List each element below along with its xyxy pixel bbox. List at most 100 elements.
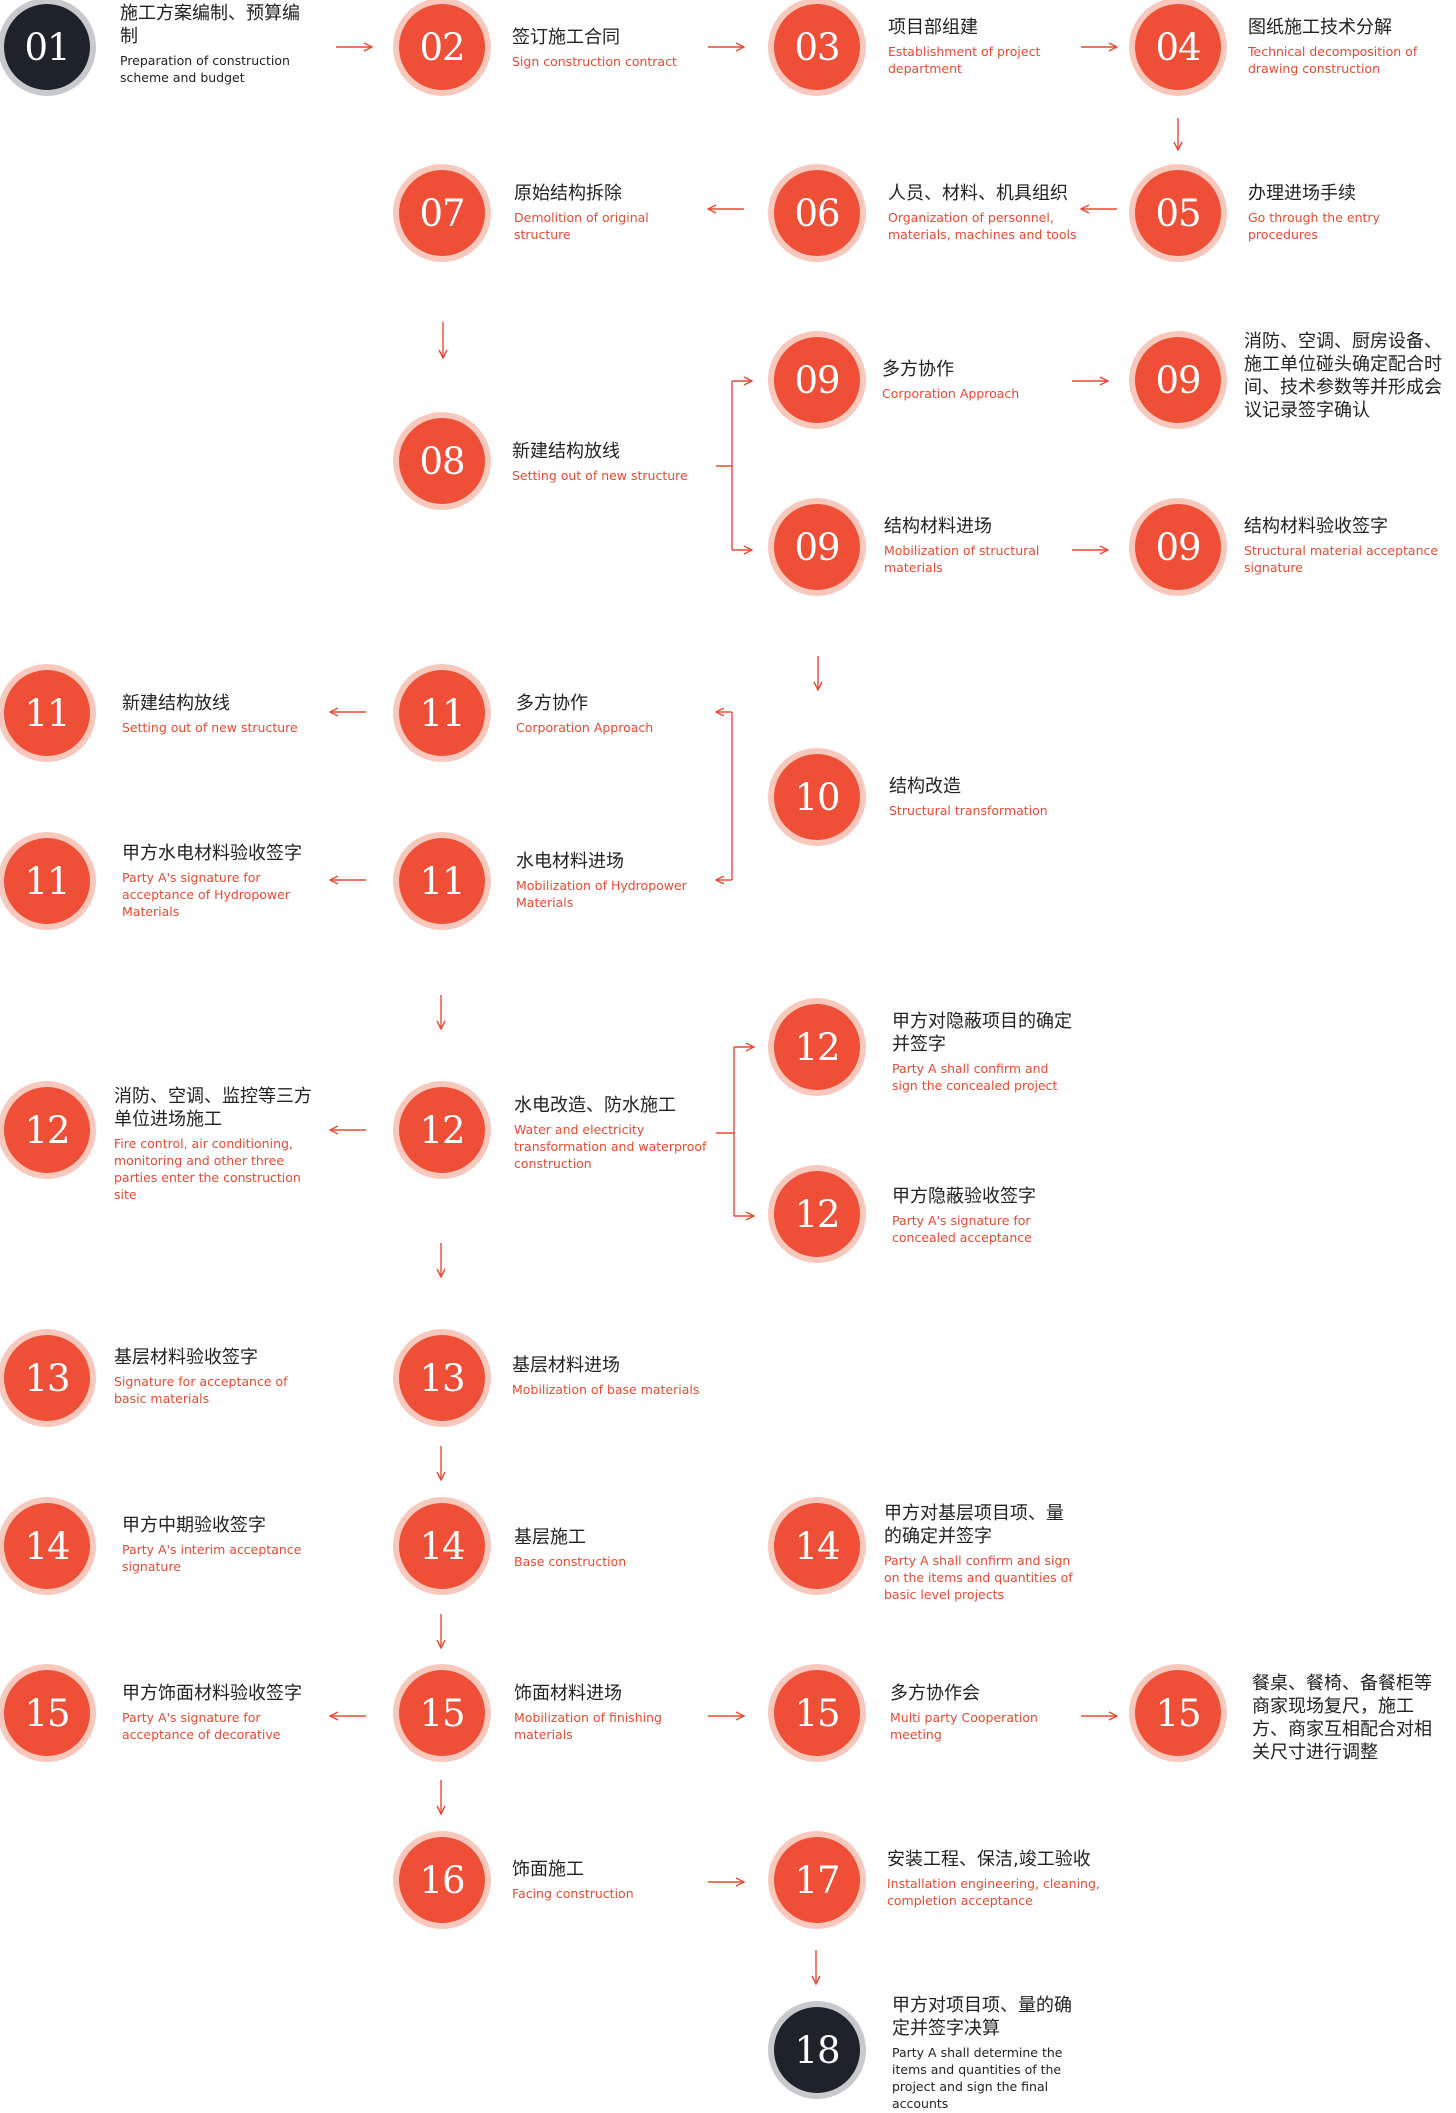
step-subtitle: Fire control, air conditioning, monitori…: [114, 1136, 301, 1202]
step-title: 甲方对基层项目项、量的确定并签字: [884, 1503, 1064, 1547]
step-number-badge: 10: [774, 754, 860, 840]
step-subtitle: Party A's interim acceptance signature: [122, 1542, 302, 1574]
step-number-badge: 07: [399, 170, 485, 256]
step-subtitle: Organization of personnel, materials, ma…: [888, 210, 1077, 242]
step-subtitle: Base construction: [514, 1554, 627, 1569]
step-number-badge: 13: [399, 1335, 485, 1421]
step-title: 多方协作会: [890, 1683, 980, 1704]
step-subtitle: Party A shall determine the items and qu…: [892, 2045, 1063, 2111]
step-title: 原始结构拆除: [514, 183, 622, 204]
step-subtitle: Setting out of new structure: [122, 720, 298, 735]
step-title: 项目部组建: [888, 17, 978, 38]
step-number-badge: 13: [4, 1335, 90, 1421]
step-number-badge: 12: [774, 1171, 860, 1257]
step-subtitle: Mobilization of base materials: [512, 1382, 700, 1397]
step-number-badge: 09: [1135, 504, 1221, 590]
step-number-badge: 09: [774, 337, 860, 423]
step-number-badge: 03: [774, 4, 860, 90]
step-number-badge: 15: [4, 1670, 90, 1756]
step-subtitle: Sign construction contract: [512, 54, 677, 69]
step-number-badge: 17: [774, 1837, 860, 1923]
step-subtitle: Structural transformation: [889, 803, 1048, 818]
step-title: 水电改造、防水施工: [514, 1095, 676, 1116]
step-number-badge: 14: [399, 1503, 485, 1589]
step-subtitle: Corporation Approach: [882, 386, 1020, 401]
step-subtitle: Preparation of construction scheme and b…: [120, 53, 290, 85]
step-subtitle: Mobilization of finishing materials: [514, 1710, 662, 1742]
bracket-12: [716, 1047, 735, 1216]
step-subtitle: Facing construction: [512, 1886, 634, 1901]
step-subtitle: Party A's signature for acceptance of de…: [122, 1710, 281, 1742]
step-subtitle: Technical decomposition of drawing const…: [1248, 44, 1418, 76]
step-title: 安装工程、保洁,竣工验收: [887, 1849, 1091, 1870]
step-number-badge: 11: [4, 670, 90, 756]
step-title: 签订施工合同: [512, 27, 620, 48]
step-subtitle: Water and electricity transformation and…: [514, 1122, 707, 1171]
step-title: 图纸施工技术分解: [1248, 17, 1392, 38]
step-title: 新建结构放线: [512, 441, 620, 462]
step-title: 多方协作: [882, 359, 954, 380]
step-title: 餐桌、餐椅、备餐柜等商家现场复尺，施工方、商家互相配合对相关尺寸进行调整: [1252, 1673, 1432, 1763]
step-subtitle: Setting out of new structure: [512, 468, 688, 483]
step-subtitle: Party A shall confirm and sign the conce…: [892, 1061, 1058, 1093]
step-number-badge: 11: [399, 670, 485, 756]
step-subtitle: Corporation Approach: [516, 720, 654, 735]
step-subtitle: Party A's signature for acceptance of Hy…: [122, 870, 290, 919]
step-number-badge: 12: [4, 1087, 90, 1173]
step-number-badge: 06: [774, 170, 860, 256]
step-number-badge: 04: [1135, 4, 1221, 90]
step-subtitle: Go through the entry procedures: [1248, 210, 1380, 242]
step-title: 消防、空调、监控等三方单位进场施工: [114, 1086, 312, 1130]
step-number-badge: 12: [774, 1004, 860, 1090]
step-title: 水电材料进场: [516, 851, 624, 872]
step-title: 甲方中期验收签字: [122, 1515, 266, 1536]
step-number-badge: 12: [399, 1087, 485, 1173]
step-title: 多方协作: [516, 693, 588, 714]
step-subtitle: Party A's signature for concealed accept…: [892, 1213, 1032, 1245]
step-number-badge: 14: [4, 1503, 90, 1589]
step-subtitle: Mobilization of structural materials: [884, 543, 1040, 575]
step-title: 新建结构放线: [122, 693, 230, 714]
step-title: 甲方隐蔽验收签字: [892, 1186, 1036, 1207]
step-number-badge: 01: [4, 4, 90, 90]
step-subtitle: Structural material acceptance signature: [1244, 543, 1439, 575]
step-title: 人员、材料、机具组织: [888, 183, 1068, 204]
step-title: 基层材料验收签字: [114, 1347, 258, 1368]
step-number-badge: 02: [399, 4, 485, 90]
step-number-badge: 15: [1135, 1670, 1221, 1756]
step-title: 结构材料进场: [884, 516, 992, 537]
step-title: 施工方案编制、预算编制: [120, 3, 300, 47]
step-number-badge: 11: [399, 838, 485, 924]
step-number-badge: 14: [774, 1503, 860, 1589]
step-number-badge: 09: [774, 504, 860, 590]
step-title: 结构改造: [889, 776, 961, 797]
step-subtitle: Installation engineering, cleaning, comp…: [887, 1876, 1100, 1908]
step-number-badge: 11: [4, 838, 90, 924]
step-title: 结构材料验收签字: [1244, 516, 1388, 537]
step-title: 办理进场手续: [1248, 183, 1356, 204]
step-subtitle: Demolition of original structure: [514, 210, 649, 242]
step-title: 甲方饰面材料验收签字: [122, 1683, 302, 1704]
step-number-badge: 08: [399, 418, 485, 504]
bracket-08: [716, 381, 733, 550]
step-title: 甲方水电材料验收签字: [122, 843, 302, 864]
step-subtitle: Mobilization of Hydropower Materials: [516, 878, 687, 910]
step-number-badge: 16: [399, 1837, 485, 1923]
step-number-badge: 15: [774, 1670, 860, 1756]
step-title: 饰面材料进场: [514, 1683, 622, 1704]
step-title: 基层施工: [514, 1527, 586, 1548]
step-title: 甲方对隐蔽项目的确定并签字: [892, 1011, 1072, 1055]
step-subtitle: Party A shall confirm and sign on the it…: [884, 1553, 1073, 1602]
step-title: 饰面施工: [512, 1859, 584, 1880]
step-subtitle: Establishment of project department: [888, 44, 1041, 76]
step-number-badge: 05: [1135, 170, 1221, 256]
step-subtitle: Signature for acceptance of basic materi…: [114, 1374, 288, 1406]
step-number-badge: 18: [774, 2007, 860, 2093]
step-title: 基层材料进场: [512, 1355, 620, 1376]
step-title: 甲方对项目项、量的确定并签字决算: [892, 1995, 1072, 2039]
step-title: 消防、空调、厨房设备、施工单位碰头确定配合时间、技术参数等并形成会议记录签字确认: [1244, 331, 1442, 421]
step-number-badge: 09: [1135, 337, 1221, 423]
step-number-badge: 15: [399, 1670, 485, 1756]
step-subtitle: Multi party Cooperation meeting: [890, 1710, 1038, 1742]
